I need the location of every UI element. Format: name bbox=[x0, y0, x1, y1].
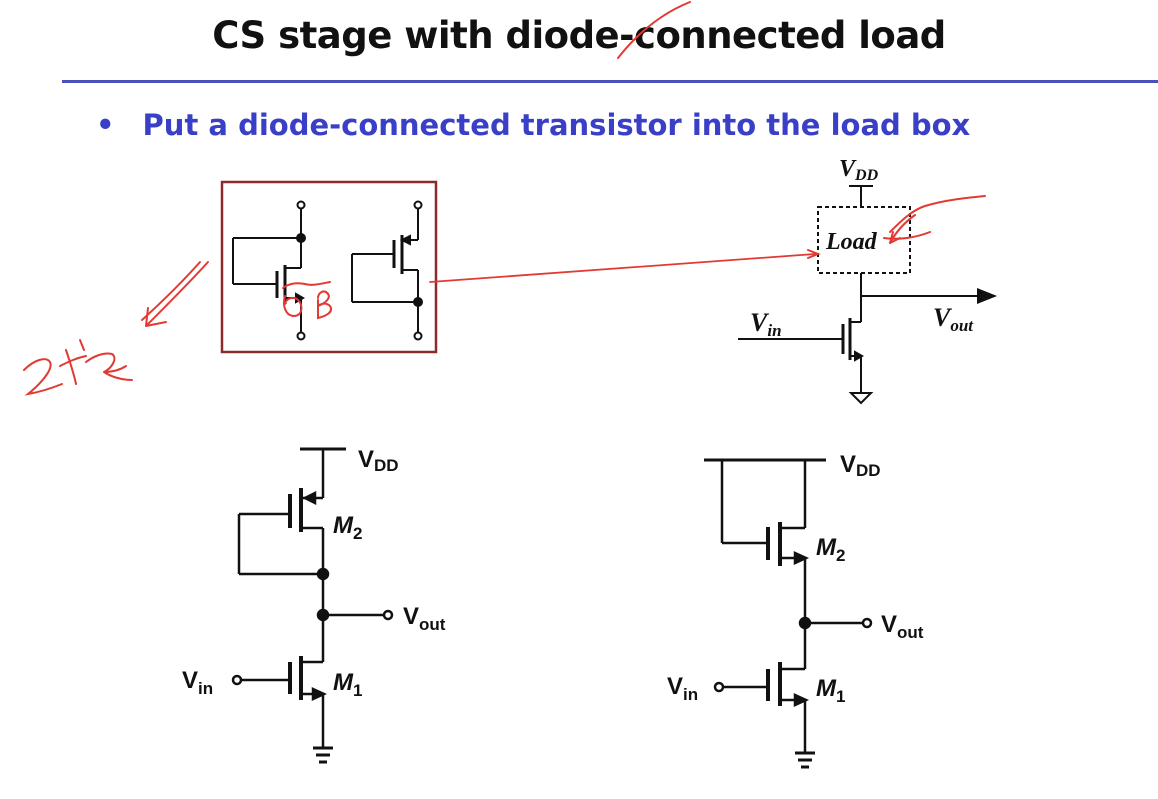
pmos-diode-option bbox=[351, 200, 423, 341]
bullet-item: • Put a diode-connected transistor into t… bbox=[96, 108, 970, 142]
generic-vin-label: Vin bbox=[750, 308, 782, 340]
left-vin-label: Vin bbox=[182, 667, 213, 698]
bullet-dot: • bbox=[96, 108, 115, 142]
left-vdd-label: VDD bbox=[358, 446, 399, 475]
annotation-connector-line bbox=[429, 253, 816, 283]
load-box bbox=[817, 206, 911, 274]
right-vin-label: Vin bbox=[667, 673, 698, 704]
annotation-title-stroke bbox=[617, 1, 691, 59]
m2-label-left: M2 bbox=[333, 512, 362, 543]
circuit-nmos-diode-load: VDD M2 Vout M1 Vin bbox=[182, 446, 446, 764]
right-vout-label: Vout bbox=[881, 611, 924, 642]
load-box-border bbox=[220, 180, 438, 354]
slide-title: CS stage with diode-connected load bbox=[212, 14, 946, 57]
load-options-box bbox=[220, 180, 438, 354]
bullet-text: Put a diode-connected transistor into th… bbox=[142, 108, 971, 142]
annotation-arrow-left bbox=[141, 261, 209, 327]
generic-vdd-label: VDD bbox=[839, 156, 879, 184]
right-vdd-label: VDD bbox=[840, 451, 881, 480]
circuit-nmos-load-gate-vdd: VDD M2 Vout M1 Vin bbox=[667, 451, 924, 769]
load-box-label: Load bbox=[825, 229, 878, 255]
annotation-handwritten-note bbox=[23, 339, 133, 396]
annotation-load-arrow bbox=[889, 214, 916, 244]
generic-vout-label: Vout bbox=[933, 303, 974, 335]
left-vout-label: Vout bbox=[403, 603, 446, 634]
handwritten-annotations bbox=[23, 1, 986, 396]
m2-label-right: M2 bbox=[816, 534, 845, 565]
title-rule bbox=[62, 80, 1158, 83]
generic-cs-stage: VDD Load Vout Vin bbox=[738, 156, 997, 405]
m1-label-right: M1 bbox=[816, 675, 845, 706]
annotation-ob-scribble bbox=[282, 281, 332, 320]
nmos-diode-option bbox=[232, 200, 306, 341]
m1-label-left: M1 bbox=[333, 669, 362, 700]
annotation-load-scribble bbox=[889, 195, 986, 233]
